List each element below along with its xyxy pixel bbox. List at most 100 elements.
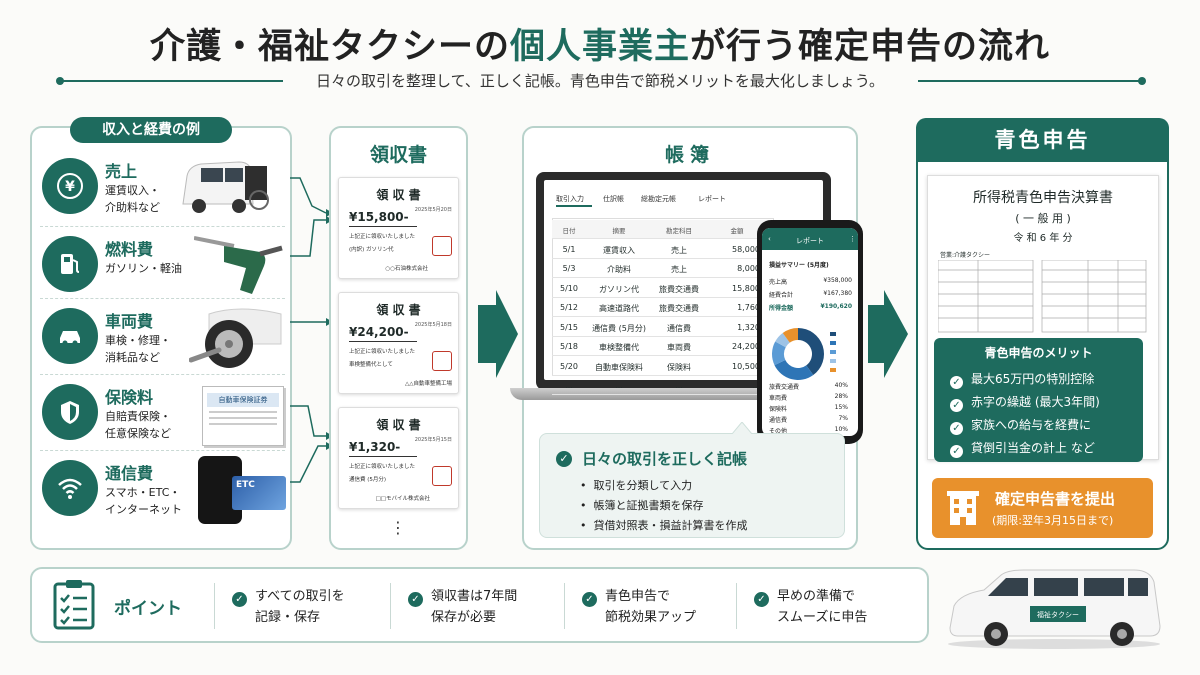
check-icon: ✓: [754, 592, 769, 607]
submit-deadline: (期限:翌年3月15日まで): [992, 514, 1114, 527]
category-name: 売上: [105, 162, 138, 181]
category-insurance: 保険料 自賠責保険・ 任意保険など 自動車保険証券: [40, 378, 290, 454]
ledger-cell: 高速道路代: [599, 304, 639, 313]
ledger-header-cell: 日付: [562, 227, 576, 235]
ledger-cell: ...: [706, 381, 760, 390]
summary-value: ¥190,620: [820, 303, 852, 310]
bookkeeping-bullet: • 取引を分類して入力: [580, 479, 693, 492]
points-label: ポイント: [114, 599, 182, 619]
ledger-cell: 10,500: [732, 361, 760, 371]
check-icon: ✓: [950, 422, 963, 435]
breakdown-pct: 10%: [834, 426, 848, 433]
ledger-cell: 8,000: [737, 264, 760, 273]
receipt-heading: 領 収 書: [376, 303, 421, 317]
divider: [40, 226, 285, 227]
tab-journal[interactable]: 仕訳帳: [603, 195, 624, 203]
tire-wrench-illustration: [189, 308, 282, 368]
svg-text:¥: ¥: [65, 179, 75, 195]
category-name: 燃料費: [105, 240, 154, 259]
merits-title: 青色申告のメリット: [984, 346, 1093, 360]
ledger-cell: 5/12: [560, 303, 578, 312]
subtitle-dot-left: [56, 77, 64, 85]
ledger-cell: ガソリン代: [599, 284, 639, 294]
subtitle-line-right: [918, 80, 1143, 82]
points-bar: [30, 567, 929, 643]
ledger-row: 5/12 高速道路代 旅費交通費 1,760: [552, 298, 774, 317]
ledger-cell: 58,000: [732, 244, 760, 254]
check-icon: ✓: [408, 592, 423, 607]
donut-slice: [775, 332, 790, 348]
legend-swatch: [830, 368, 836, 372]
receipt-amount: ¥15,800-: [349, 210, 409, 224]
check-icon: ✓: [582, 592, 597, 607]
ledger-header-cell: 摘要: [612, 227, 626, 235]
shield-icon: [42, 384, 98, 440]
bookkeeping-bullet: • 貸借対照表・損益計算書を作成: [580, 519, 748, 532]
check-icon: ✓: [950, 445, 963, 458]
legend-swatch: [830, 359, 836, 363]
receipt-detail: 通信費 (5月分): [349, 477, 387, 483]
ledger-cell: 車検整備代: [599, 343, 639, 352]
form-business-name: 営業:介護タクシー: [940, 252, 991, 259]
bookkeeping-bullet: • 帳簿と証拠書類を保存: [580, 499, 704, 512]
receipt-text: 上記正に領収いたしました: [349, 234, 416, 240]
summary-label: 所得金額: [769, 305, 794, 312]
form-year: 令 和 6 年 分: [1013, 233, 1073, 244]
divider: [736, 583, 737, 629]
receipt-card: 領 収 書 ¥1,320- 2025年5月15日 上記正に領収いたしました 通信…: [338, 407, 459, 509]
tab-report[interactable]: レポート: [698, 195, 726, 203]
receipt-date: 2025年5月18日: [414, 322, 452, 328]
breakdown-pct: 40%: [834, 382, 848, 389]
receipt-card: 領 収 書 ¥24,200- 2025年5月18日 上記正に領収いたしました 車…: [338, 292, 459, 394]
point-item: ✓青色申告で 節税効果アップ: [582, 586, 696, 628]
ledger-cell: 旅費交通費: [659, 304, 699, 313]
summary-value: ¥167,380: [823, 290, 852, 297]
wheelchair-van-illustration: [182, 161, 269, 213]
tab-entry[interactable]: 取引入力: [556, 195, 584, 203]
category-sales: ¥ 売上 運賃収入・ 介助料など: [40, 152, 290, 228]
divider: [40, 450, 285, 451]
breakdown-pct: 15%: [834, 404, 848, 411]
receipt-detail: (内訳) ガソリン代: [349, 247, 394, 253]
tab-general-ledger[interactable]: 総勘定元帳: [641, 195, 676, 203]
breakdown-label: 通信費: [769, 417, 788, 424]
category-desc: ガソリン・軽油: [105, 262, 182, 275]
category-name: 通信費: [105, 464, 154, 483]
back-icon[interactable]: ‹: [768, 235, 771, 243]
breakdown-label: その他: [769, 428, 788, 435]
ledger-cell: 5/18: [560, 342, 578, 351]
divider: [564, 583, 565, 629]
divider: [40, 298, 285, 299]
insurance-document: 自動車保険証券: [202, 386, 284, 446]
ledger-cell: 通信費 (5月分): [592, 323, 646, 333]
ledger-cell: 1,760: [737, 303, 760, 312]
ledger-cell: 旅費交通費: [659, 284, 699, 294]
category-name: 保険料: [105, 388, 154, 407]
point-item: ✓領収書は7年間 保存が必要: [408, 586, 517, 628]
active-tab-indicator: [556, 205, 592, 207]
divider: [390, 583, 391, 629]
merit-item: ✓貸倒引当金の計上 など: [950, 439, 1095, 458]
etc-card: ETC: [232, 476, 286, 510]
subtitle-dot-right: [1138, 77, 1146, 85]
point-item: ✓すべての取引を 記録・保存: [232, 586, 345, 628]
ledger-cell: 車両費: [667, 343, 691, 352]
ledger-cell: 5/1: [562, 244, 576, 254]
ledger-cell: 自動車保険料: [595, 362, 643, 372]
receipt-date: 2025年5月20日: [414, 207, 452, 213]
check-icon: ✓: [556, 451, 572, 467]
breakdown-label: 保険料: [769, 406, 788, 413]
income-expense-tag: 収入と経費の例: [70, 117, 232, 143]
page-title: 介護・福祉タクシーの個人事業主が行う確定申告の流れ: [149, 27, 1051, 67]
ledger-cell: 介助料: [607, 265, 631, 274]
welfare-taxi-illustration: 福祉タクシー: [948, 569, 1161, 649]
form-grid: [938, 260, 1147, 333]
ledger-cell: 15,800: [732, 283, 760, 293]
menu-icon[interactable]: ⋮: [849, 235, 856, 243]
